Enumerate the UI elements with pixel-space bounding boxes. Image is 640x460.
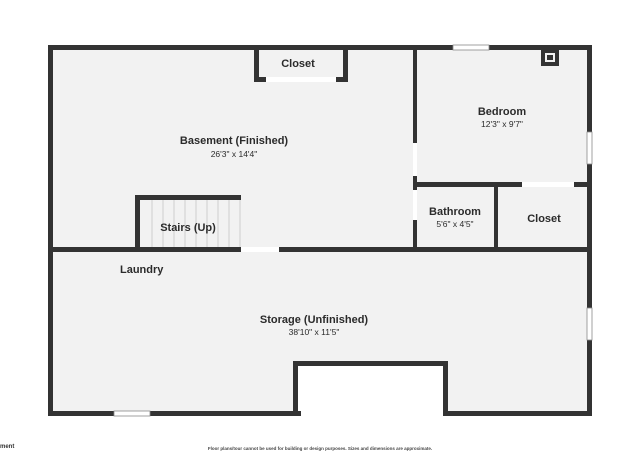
room-dims-bathroom: 5'6" x 4'5" [436,219,473,229]
wall-bath-closet [494,182,498,252]
doorway-closet-right [522,182,574,187]
room-dims-bedroom: 12'3" x 9'7" [481,119,523,129]
corner-text: ment [0,444,15,450]
stair-treads [151,200,241,247]
wall-outer-top [48,45,592,50]
wall-stairs-top [135,195,241,200]
room-label-bathroom: Bathroom [429,206,481,218]
doorway-bedroom [413,143,417,176]
doorway-storage [241,247,279,252]
room-label-basement: Basement (Finished) [180,135,289,147]
room-dims-storage: 38'10" x 11'5" [289,327,340,337]
window-bedroom-top [452,44,490,51]
wall-closet-top-right [343,45,348,82]
window-bedroom-right [586,131,593,165]
room-label-closet-top: Closet [281,58,315,70]
wall-notch-left [293,361,298,416]
room-label-closet-right: Closet [527,213,561,225]
wall-stairs-left [135,195,140,252]
room-label-storage: Storage (Unfinished) [260,314,369,326]
floor-area-upper [52,49,588,249]
window-storage-bottom [113,410,151,417]
room-label-bedroom: Bedroom [478,106,527,118]
wall-notch-right [443,361,448,416]
room-label-stairs: Stairs (Up) [160,222,216,234]
wall-mid-horizontal [48,247,592,252]
window-storage-right [586,307,593,341]
wall-bedroom-bottom [413,182,592,187]
floor-area-lower [52,249,588,412]
wall-outer-bottom-right [443,411,592,416]
wall-closet-top-left [254,45,259,82]
doorway-closet-top [266,77,336,82]
room-dims-basement: 26'3" x 14'4" [211,149,258,159]
wall-notch-top [293,361,448,366]
room-label-laundry: Laundry [120,264,164,276]
wall-outer-bottom-left [48,411,301,416]
chimney-fixture-core [547,55,553,60]
doorway-bathroom [413,190,417,220]
wall-outer-left [48,45,53,416]
wall-outer-right [587,45,592,416]
disclaimer-text: Floor plans/tour cannot be used for buil… [207,446,433,451]
